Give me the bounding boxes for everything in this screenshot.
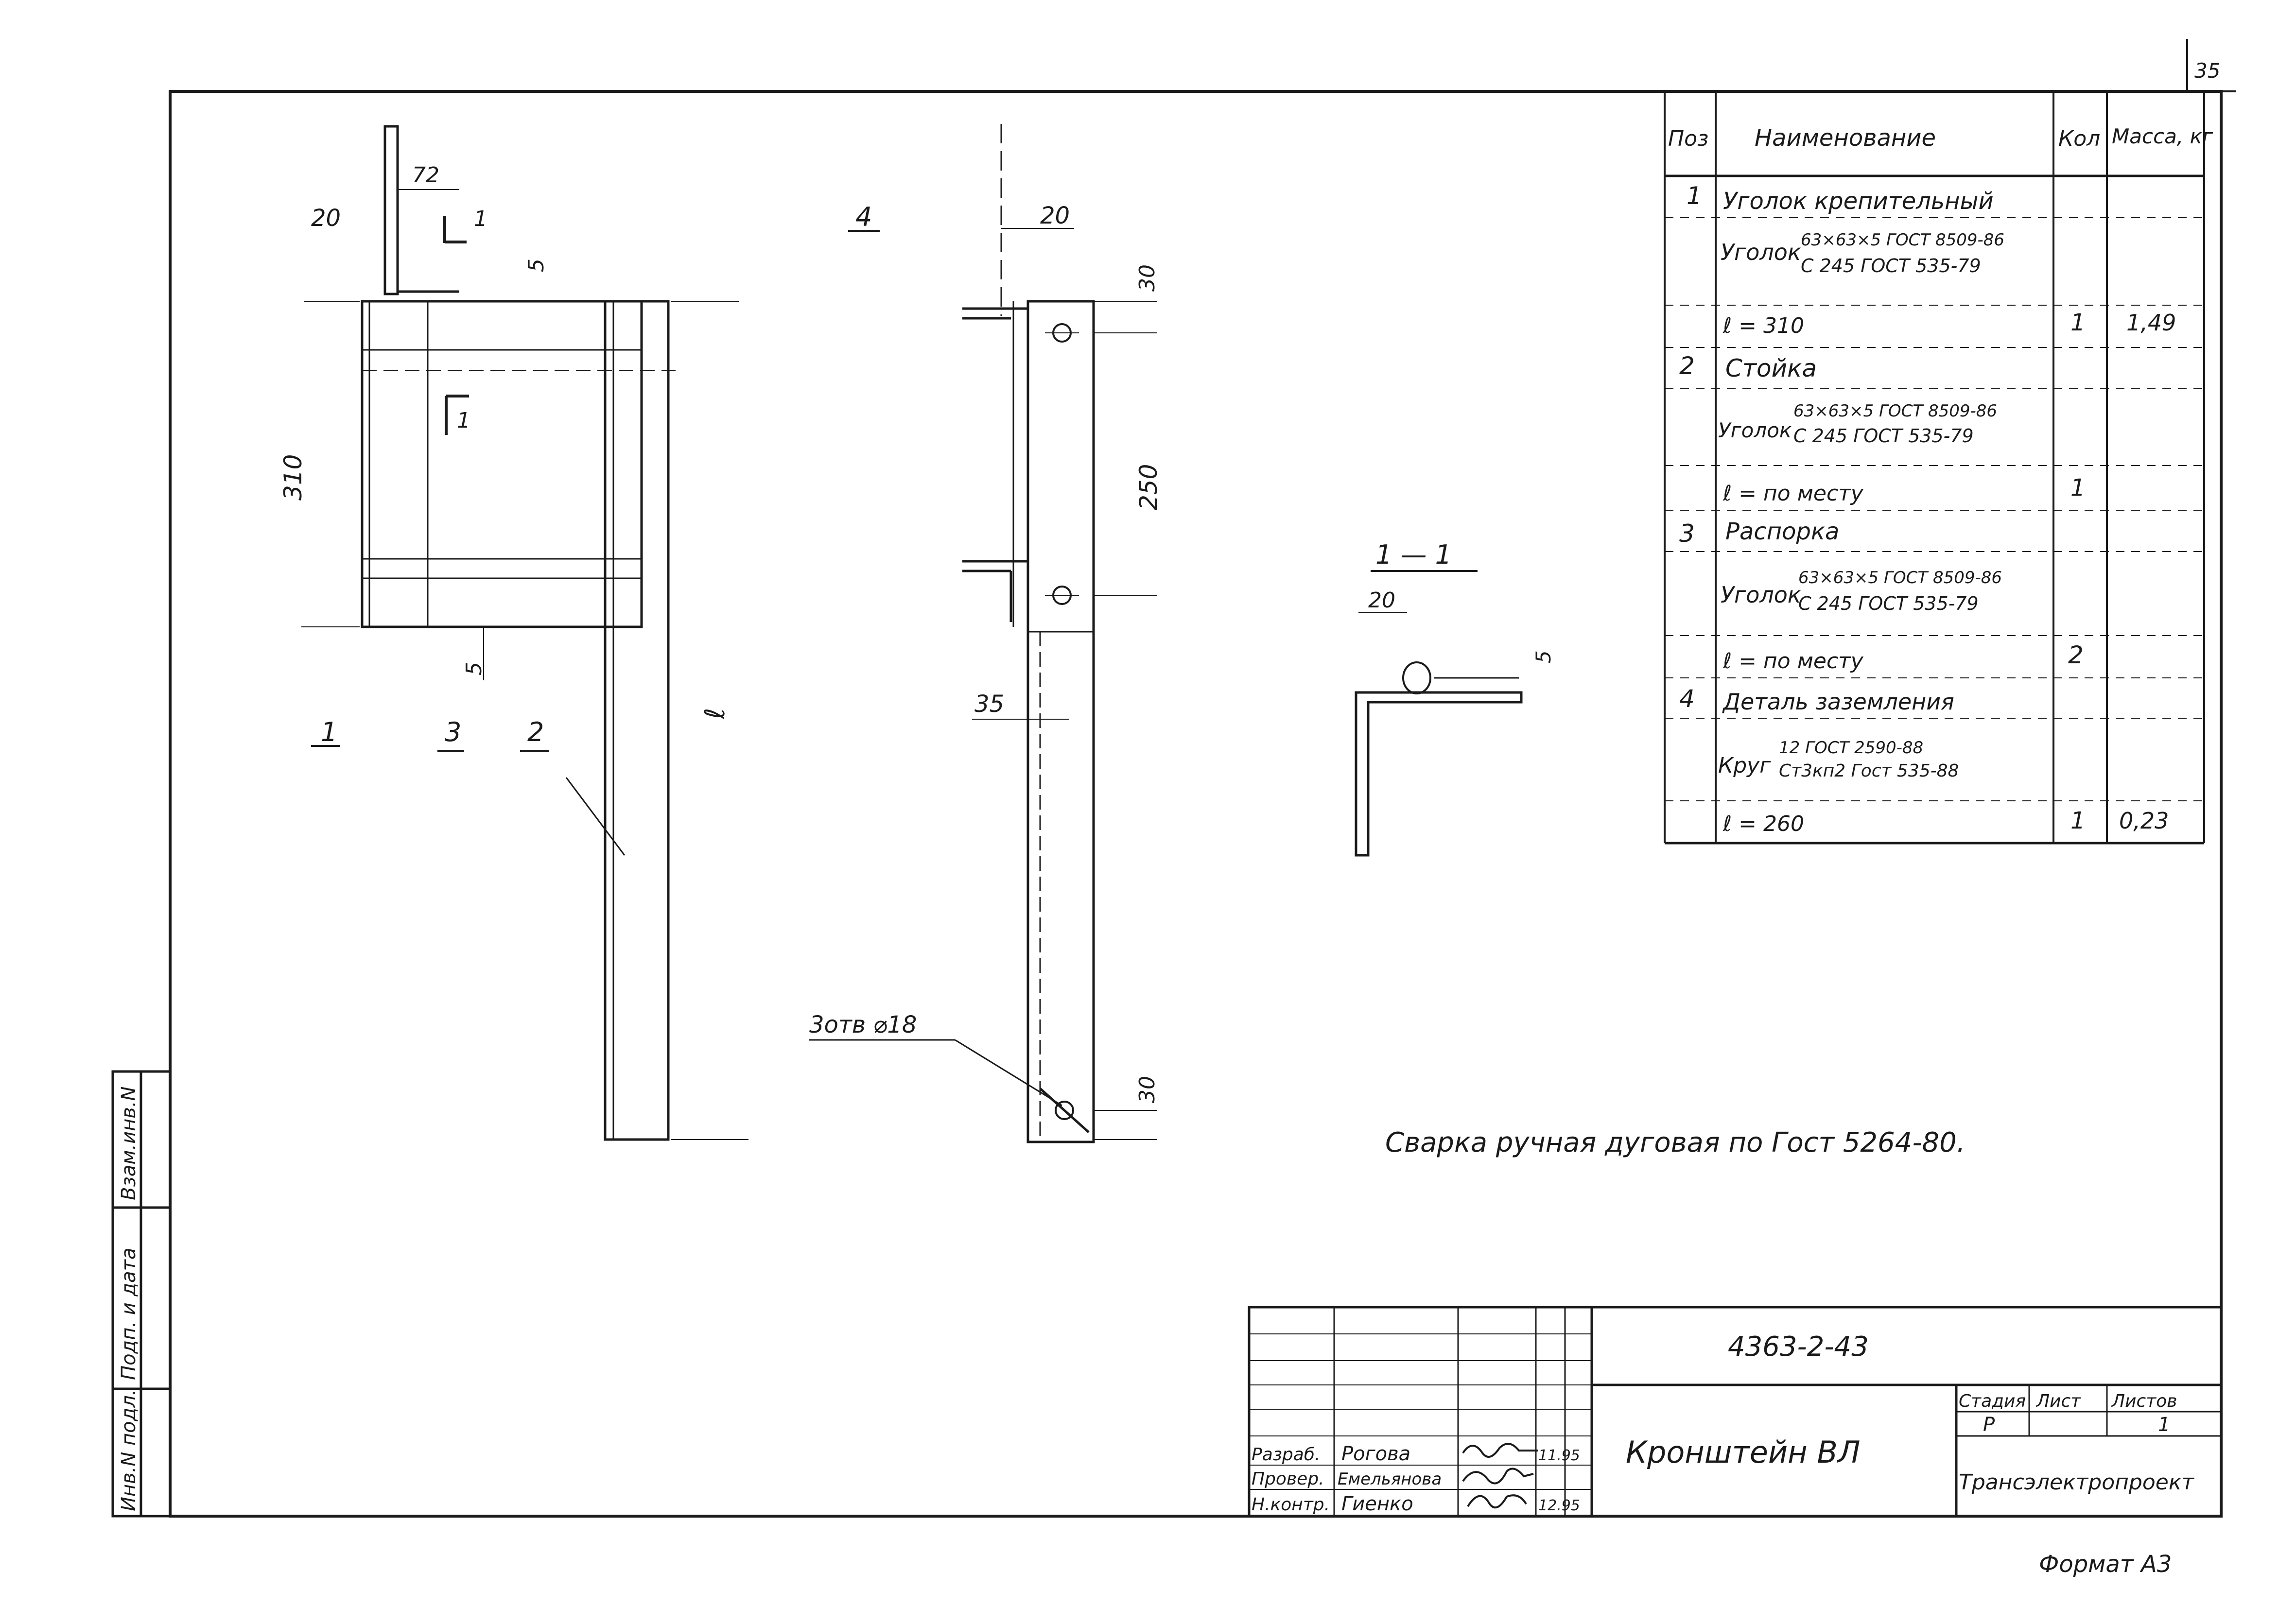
spec-row-pos: 4: [1679, 685, 1695, 713]
spec-row-qty: 1: [2070, 474, 2086, 501]
role-nkontr: Н.контр.: [1252, 1495, 1330, 1515]
dim-310: 310: [279, 454, 307, 501]
spec-row-name: ℓ = по месту: [1722, 481, 1864, 506]
dim-5-top: 5: [524, 259, 549, 272]
dim-20-side: 20: [1040, 202, 1070, 229]
spec-row-name-top: 12 ГОСТ 2590-88: [1779, 738, 1923, 758]
welding-note: Сварка ручная дуговая по Гост 5264-80.: [1385, 1127, 1966, 1158]
spec-header-pos: Поз: [1668, 126, 1708, 151]
sheets-value: 1: [2158, 1414, 2170, 1436]
hole-note: 3отв ⌀18: [809, 1011, 917, 1038]
spec-header-name: Наименование: [1755, 124, 1936, 152]
section-dim-20: 20: [1368, 588, 1395, 613]
spec-row-pos: 2: [1679, 352, 1695, 380]
stage-value: Р: [1983, 1414, 1995, 1436]
dim-250: 250: [1134, 464, 1163, 510]
spec-table-grid: [1664, 91, 2205, 845]
spec-row-name: Распорка: [1725, 518, 1839, 545]
name-prover: Емельянова: [1338, 1469, 1442, 1489]
role-razrab: Разраб.: [1252, 1445, 1320, 1465]
side-stamp-vzam: Взам.инв.N: [118, 1087, 140, 1200]
sheet-frame: [169, 39, 2236, 1518]
spec-row-mass: 0,23: [2119, 808, 2169, 834]
spec-row-name: ℓ = 260: [1722, 812, 1804, 836]
sheets-header: Листов: [2111, 1391, 2177, 1411]
name-razrab: Рогова: [1341, 1443, 1410, 1465]
dim-72: 72: [412, 163, 439, 188]
spec-row-mass: 1,49: [2126, 310, 2176, 336]
section-mark-bottom: 1: [457, 408, 470, 433]
side-stamp-podp: Подп. и дата: [118, 1248, 140, 1380]
doc-code: 4363-2-43: [1728, 1331, 1869, 1363]
spec-row-name-main: Круг: [1718, 753, 1771, 778]
spec-row-name: ℓ = 310: [1722, 313, 1804, 338]
date-razrab: 11.95: [1538, 1447, 1580, 1464]
section-dim-5: 5: [1531, 650, 1555, 663]
spec-rows: 1 Уголок крепительный Уголок 63×63×5 ГОС…: [1679, 182, 2176, 836]
spec-row-qty: 2: [2068, 641, 2084, 669]
callout-3: 3: [445, 717, 461, 747]
spec-row-qty: 1: [2070, 807, 2086, 834]
sheet-number: 35: [2194, 59, 2220, 83]
spec-row-name: Стойка: [1725, 354, 1817, 382]
side-stamp: [111, 1070, 172, 1518]
callout-2: 2: [527, 717, 544, 747]
dim-30-bottom: 30: [1135, 1076, 1160, 1103]
view-label-4: 4: [855, 202, 872, 232]
spec-row-name-bottom: С 245 ГОСТ 535-79: [1801, 255, 1981, 276]
dim-5-bottom: 5: [462, 662, 487, 675]
sheet-header: Лист: [2035, 1391, 2081, 1411]
spec-row-name-main: Уголок: [1718, 418, 1792, 442]
organization: Трансэлектропроект: [1959, 1470, 2194, 1495]
spec-row-name-bottom: С 245 ГОСТ 535-79: [1798, 593, 1979, 614]
spec-row-pos: 3: [1679, 519, 1695, 548]
date-nkontr: 12.95: [1538, 1497, 1580, 1514]
spec-row-name: Деталь заземления: [1722, 689, 1954, 715]
callout-1: 1: [321, 717, 337, 747]
signature-1: [1462, 1443, 1538, 1458]
section-view: [1355, 570, 1523, 857]
section-label: 1 — 1: [1375, 539, 1452, 570]
signature-2: [1462, 1468, 1534, 1485]
spec-row-name-bottom: Ст3кп2 Гост 535-88: [1779, 761, 1959, 781]
spec-row-name-bottom: С 245 ГОСТ 535-79: [1793, 425, 1974, 447]
spec-row-name-main: Уголок: [1721, 582, 1801, 608]
dim-35: 35: [974, 691, 1004, 718]
front-view: [301, 125, 748, 1141]
spec-row-pos: 1: [1687, 182, 1702, 210]
spec-header-qty: Кол: [2058, 126, 2100, 151]
dim-20-front: 20: [311, 205, 341, 232]
spec-row-qty: 1: [2070, 309, 2086, 336]
signature-rows: Разраб. Рогова 11.95 Провер. Емельянова …: [1252, 1443, 1580, 1515]
title-block-grid: [1248, 1306, 2223, 1518]
side-view: [809, 124, 1157, 1143]
spec-row-name-top: 63×63×5 ГОСТ 8509-86: [1798, 568, 2002, 588]
dim-30-top: 30: [1135, 264, 1160, 292]
format-label: Формат А3: [2039, 1551, 2172, 1578]
spec-row-name-top: 63×63×5 ГОСТ 8509-86: [1793, 401, 1997, 421]
section-mark-top: 1: [474, 207, 487, 231]
spec-header-mass: Масса, кг: [2112, 124, 2213, 148]
drawing-title: Кронштейн ВЛ: [1626, 1434, 1861, 1470]
name-nkontr: Гиенко: [1341, 1493, 1413, 1515]
role-prover: Провер.: [1252, 1469, 1324, 1489]
stage-header: Стадия: [1959, 1391, 2026, 1411]
spec-row-name: Уголок крепительный: [1723, 188, 1994, 215]
dim-l: ℓ: [699, 708, 731, 720]
side-stamp-inv: Инв.N подл.: [118, 1389, 140, 1511]
signature-3: [1467, 1494, 1527, 1509]
spec-row-name-top: 63×63×5 ГОСТ 8509-86: [1801, 230, 2004, 250]
spec-row-name-main: Уголок: [1721, 239, 1801, 265]
spec-row-name: ℓ = по месту: [1722, 649, 1864, 674]
